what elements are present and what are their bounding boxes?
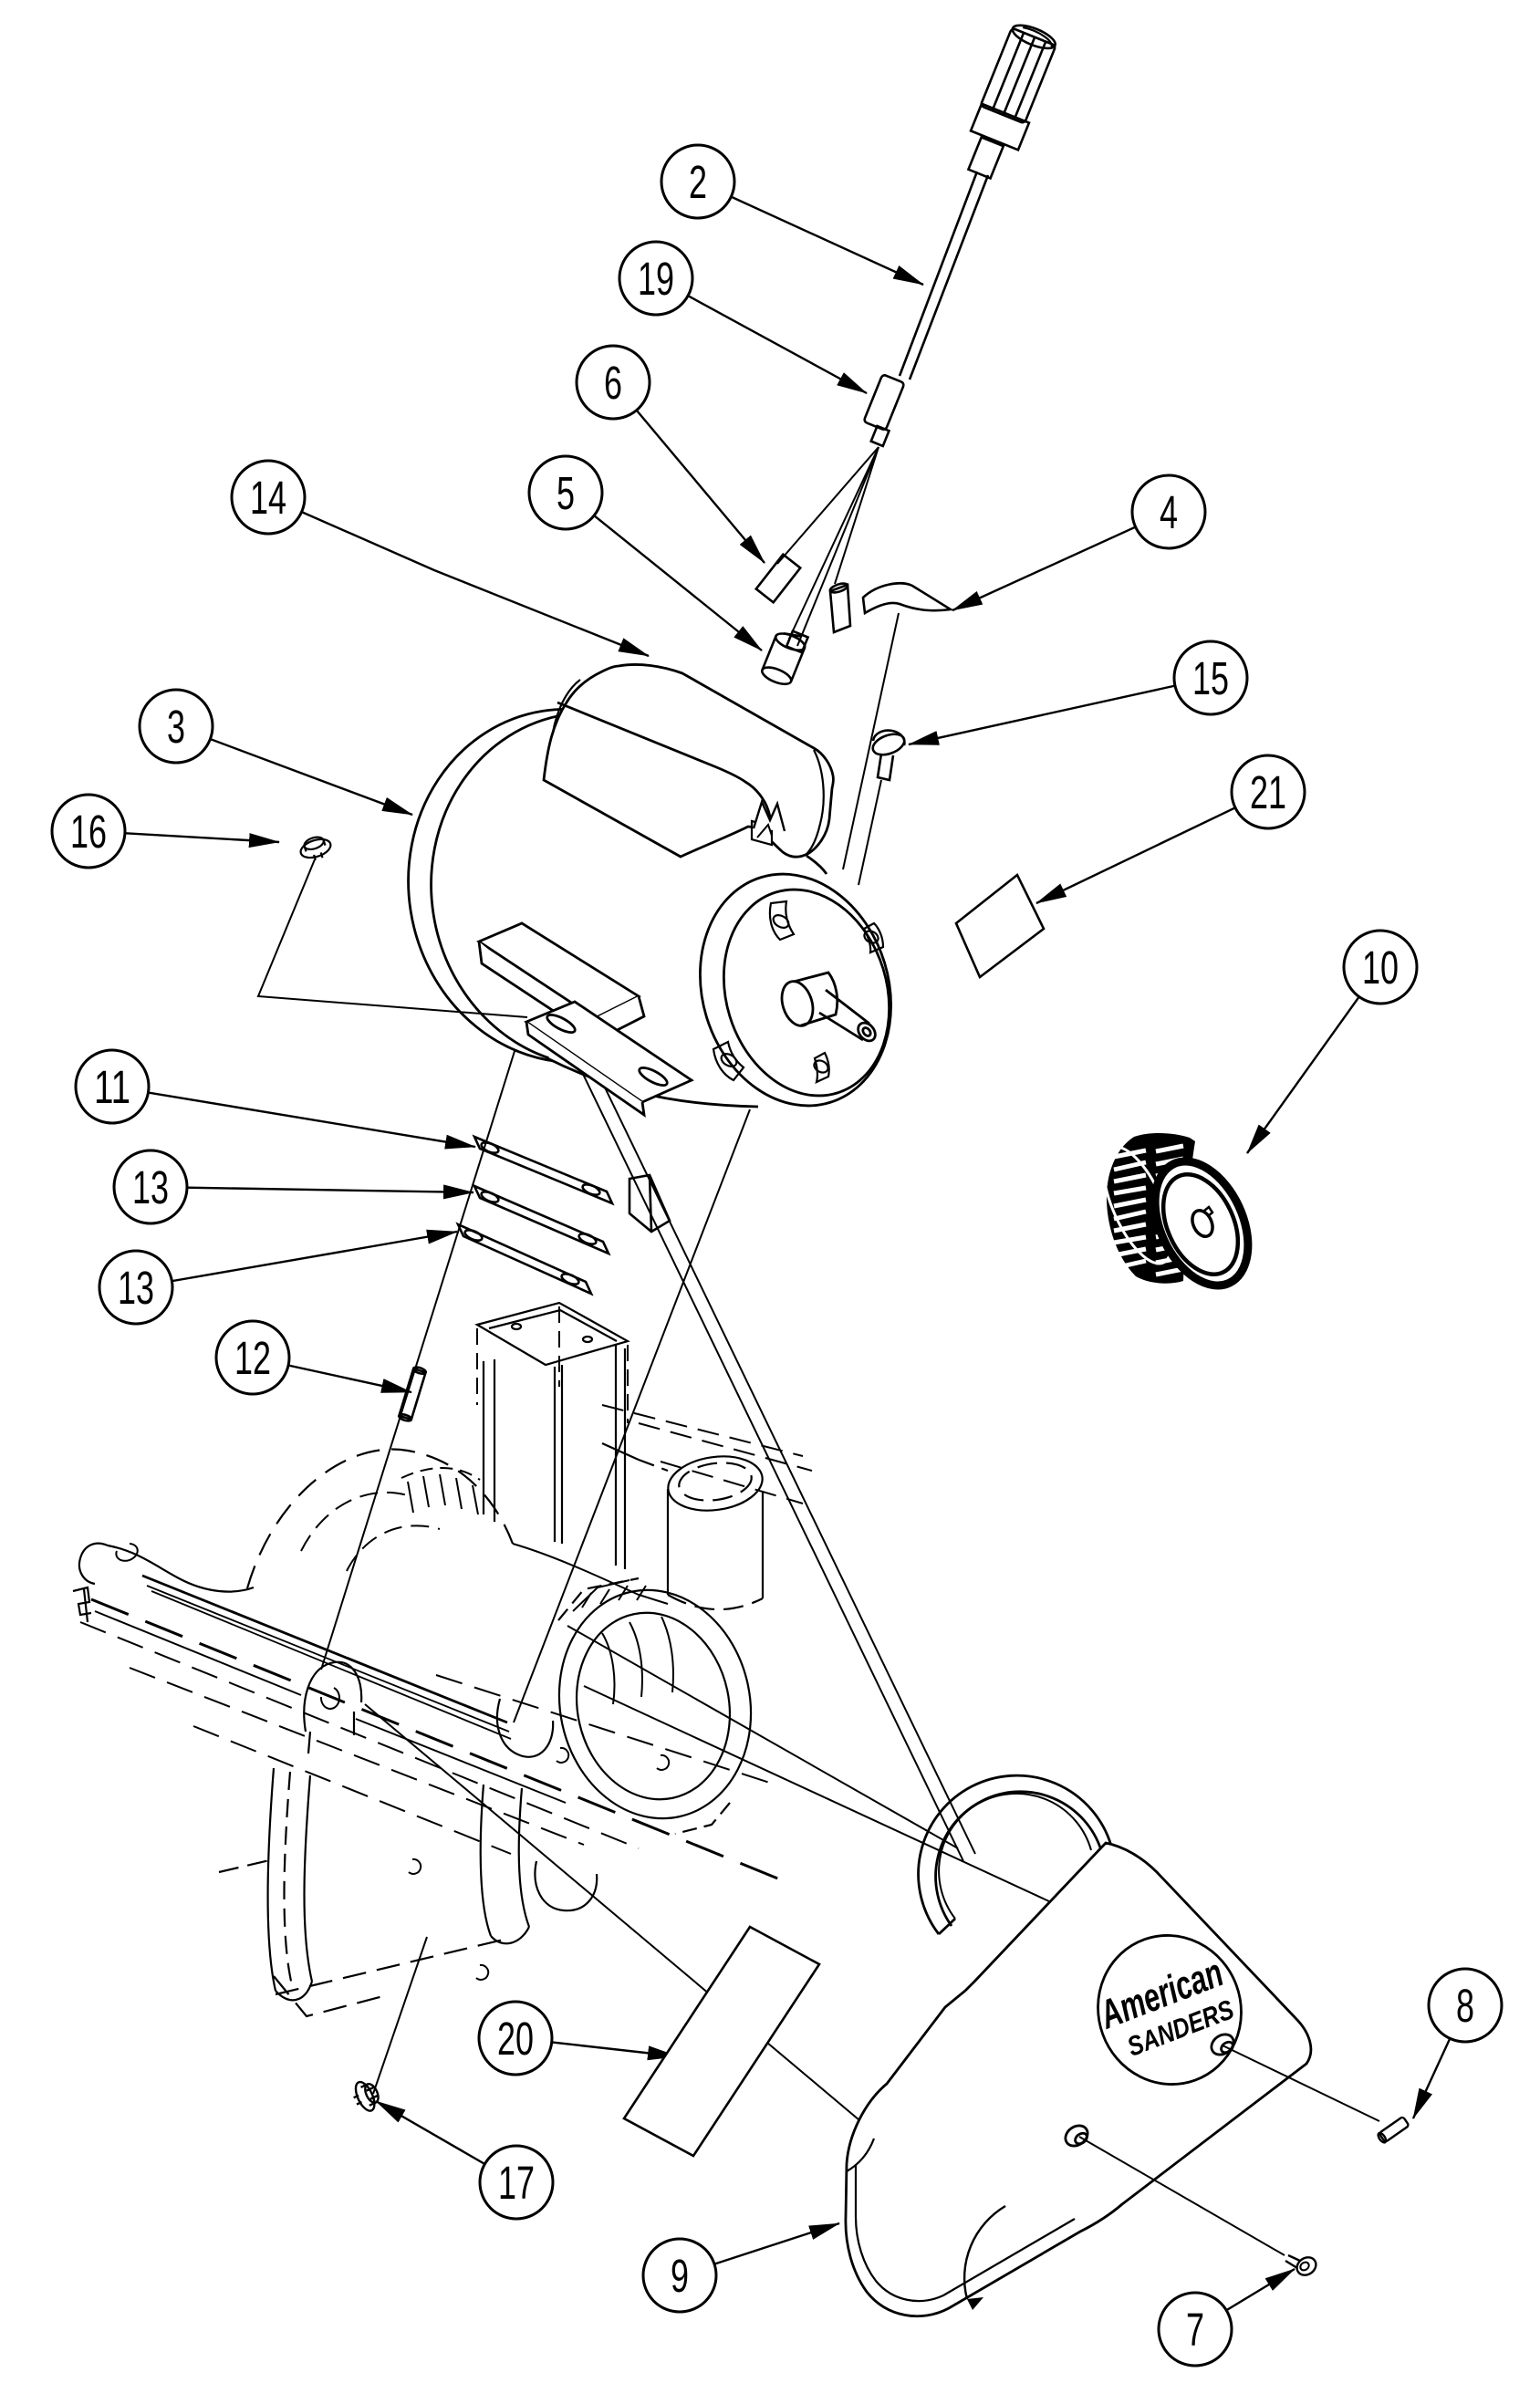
svg-text:12: 12 (234, 1332, 271, 1384)
svg-text:19: 19 (638, 253, 674, 305)
svg-text:14: 14 (250, 472, 286, 524)
svg-text:13: 13 (132, 1161, 169, 1213)
svg-text:3: 3 (167, 701, 185, 753)
svg-text:13: 13 (118, 1262, 154, 1314)
svg-text:17: 17 (498, 2157, 535, 2209)
svg-text:9: 9 (671, 2250, 689, 2302)
svg-text:15: 15 (1192, 652, 1229, 704)
svg-text:4: 4 (1160, 486, 1178, 538)
svg-text:8: 8 (1456, 1980, 1474, 2032)
svg-text:5: 5 (557, 467, 575, 519)
svg-text:10: 10 (1362, 942, 1399, 994)
svg-text:11: 11 (94, 1061, 130, 1113)
svg-text:21: 21 (1250, 766, 1286, 818)
svg-text:16: 16 (70, 806, 107, 858)
svg-text:2: 2 (689, 156, 707, 208)
svg-text:7: 7 (1186, 2304, 1204, 2356)
svg-text:6: 6 (604, 357, 622, 409)
svg-text:20: 20 (497, 2013, 534, 2065)
